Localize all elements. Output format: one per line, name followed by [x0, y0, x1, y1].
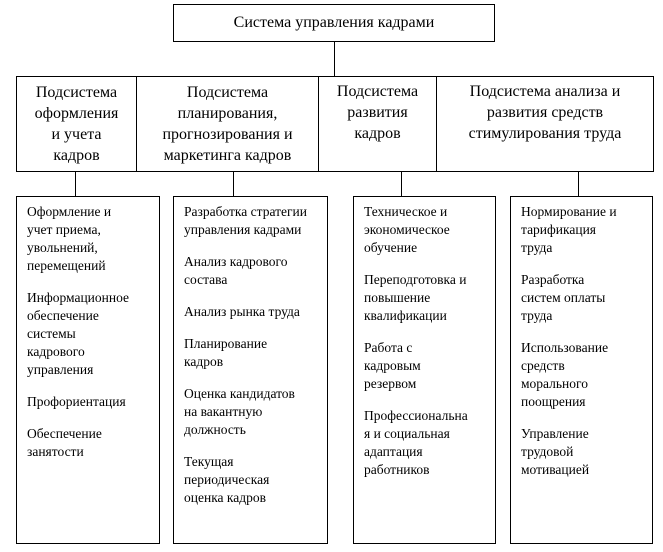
function-line: Профориентация: [27, 394, 126, 409]
connector-sub-3-col-3: [401, 171, 402, 197]
function-line: занятости: [27, 444, 84, 459]
function-line: Использование: [521, 340, 609, 355]
subsystem-1-line: кадров: [53, 147, 100, 164]
function-item: Использование средств морального поощрен…: [521, 339, 646, 411]
subsystem-3-line: кадров: [354, 125, 401, 142]
functions-column-3: Техническое и экономическое обучение Пер…: [353, 196, 496, 544]
function-line: Анализ рынка труда: [184, 304, 300, 319]
function-line: Информационное: [27, 290, 130, 305]
functions-column-2: Разработка стратегии управления кадрами …: [173, 196, 328, 544]
function-line: резервом: [364, 376, 417, 391]
function-line: должность: [184, 422, 246, 437]
subsystem-4-line: Подсистема анализа и: [469, 83, 621, 100]
function-line: обеспечение: [27, 308, 99, 323]
subsystem-4-line: стимулирования труда: [468, 125, 622, 142]
function-line: Планирование: [184, 336, 268, 351]
function-line: периодическая: [184, 472, 270, 487]
function-item: Переподготовка и повышение квалификации: [364, 271, 489, 325]
function-line: управления: [27, 362, 94, 377]
function-line: я и социальная: [364, 426, 450, 441]
function-line: кадрового: [27, 344, 85, 359]
function-item: Управление трудовой мотивацией: [521, 425, 646, 479]
function-line: на вакантную: [184, 404, 263, 419]
function-line: Переподготовка и: [364, 272, 467, 287]
function-line: состава: [184, 272, 228, 287]
subsystem-2-line: Подсистема: [186, 84, 269, 101]
function-line: Оформление и: [27, 204, 112, 219]
function-line: Работа с: [364, 340, 413, 355]
connector-sub-2-col-2: [233, 171, 234, 197]
function-line: Разработка стратегии: [184, 204, 307, 219]
connector-title-to-row: [334, 41, 335, 77]
function-line: кадровым: [364, 358, 421, 373]
function-line: мотивацией: [521, 462, 590, 477]
subsystem-1-line: Подсистема: [35, 84, 118, 101]
functions-column-4: Нормирование и тарификация труда Разрабо…: [510, 196, 653, 544]
function-item: Профессиональна я и социальная адаптация…: [364, 407, 489, 479]
function-line: морального: [521, 376, 588, 391]
subsystem-3-line: Подсистема: [336, 83, 419, 100]
title-box: Система управления кадрами: [173, 4, 495, 42]
function-item: Оценка кандидатов на вакантную должность: [184, 385, 321, 439]
function-line: Профессиональна: [364, 408, 468, 423]
function-line: Анализ кадрового: [184, 254, 288, 269]
connector-sub-1-col-1: [75, 171, 76, 197]
function-item: Анализ кадрового состава: [184, 253, 321, 289]
function-line: адаптация: [364, 444, 423, 459]
function-line: Управление: [521, 426, 589, 441]
function-line: труда: [521, 240, 553, 255]
function-line: увольнений,: [27, 240, 98, 255]
function-line: систем оплаты: [521, 290, 606, 305]
subsystem-2-line: маркетинга кадров: [163, 147, 292, 164]
function-item: Планирование кадров: [184, 335, 321, 371]
subsystem-box-2: Подсистема планирования, прогнозирования…: [136, 76, 319, 172]
function-line: перемещений: [27, 258, 106, 273]
function-line: Текущая: [184, 454, 234, 469]
function-item: Информационное обеспечение системы кадро…: [27, 289, 153, 379]
function-item: Техническое и экономическое обучение: [364, 203, 489, 257]
function-line: оценка кадров: [184, 490, 267, 505]
function-line: поощрения: [521, 394, 586, 409]
function-item: Нормирование и тарификация труда: [521, 203, 646, 257]
function-line: Оценка кандидатов: [184, 386, 295, 401]
function-line: экономическое: [364, 222, 450, 237]
connector-sub-4-col-4: [578, 171, 579, 197]
function-line: обучение: [364, 240, 418, 255]
diagram-title: Система управления кадрами: [233, 14, 435, 31]
subsystem-3-line: развития: [347, 104, 408, 121]
subsystem-box-4: Подсистема анализа и развития средств ст…: [436, 76, 654, 172]
subsystem-4-line: развития средств: [486, 104, 604, 121]
function-line: повышение: [364, 290, 431, 305]
function-line: тарификация: [521, 222, 597, 237]
function-line: труда: [521, 308, 553, 323]
function-line: работников: [364, 462, 430, 477]
function-line: системы: [27, 326, 76, 341]
subsystem-box-3: Подсистема развития кадров: [318, 76, 437, 172]
function-line: Техническое и: [364, 204, 448, 219]
function-line: средств: [521, 358, 565, 373]
function-line: учет приема,: [27, 222, 101, 237]
function-line: Нормирование и: [521, 204, 617, 219]
function-line: управления кадрами: [184, 222, 302, 237]
function-line: трудовой: [521, 444, 574, 459]
function-item: Разработка систем оплаты труда: [521, 271, 646, 325]
function-item: Текущая периодическая оценка кадров: [184, 453, 321, 507]
subsystem-2-line: планирования,: [177, 105, 278, 122]
function-line: Обеспечение: [27, 426, 102, 441]
subsystem-box-1: Подсистема оформления и учета кадров: [16, 76, 137, 172]
subsystem-1-line: оформления: [34, 105, 119, 122]
subsystem-1-line: и учета: [51, 126, 102, 143]
functions-column-1: Оформление и учет приема, увольнений, пе…: [16, 196, 160, 544]
function-line: кадров: [184, 354, 224, 369]
function-line: квалификации: [364, 308, 447, 323]
function-item: Работа с кадровым резервом: [364, 339, 489, 393]
subsystem-2-line: прогнозирования и: [162, 126, 293, 143]
function-item: Оформление и учет приема, увольнений, пе…: [27, 203, 153, 275]
function-line: Разработка: [521, 272, 585, 287]
function-item: Анализ рынка труда: [184, 303, 321, 321]
function-item: Обеспечение занятости: [27, 425, 153, 461]
function-item: Разработка стратегии управления кадрами: [184, 203, 321, 239]
function-item: Профориентация: [27, 393, 153, 411]
